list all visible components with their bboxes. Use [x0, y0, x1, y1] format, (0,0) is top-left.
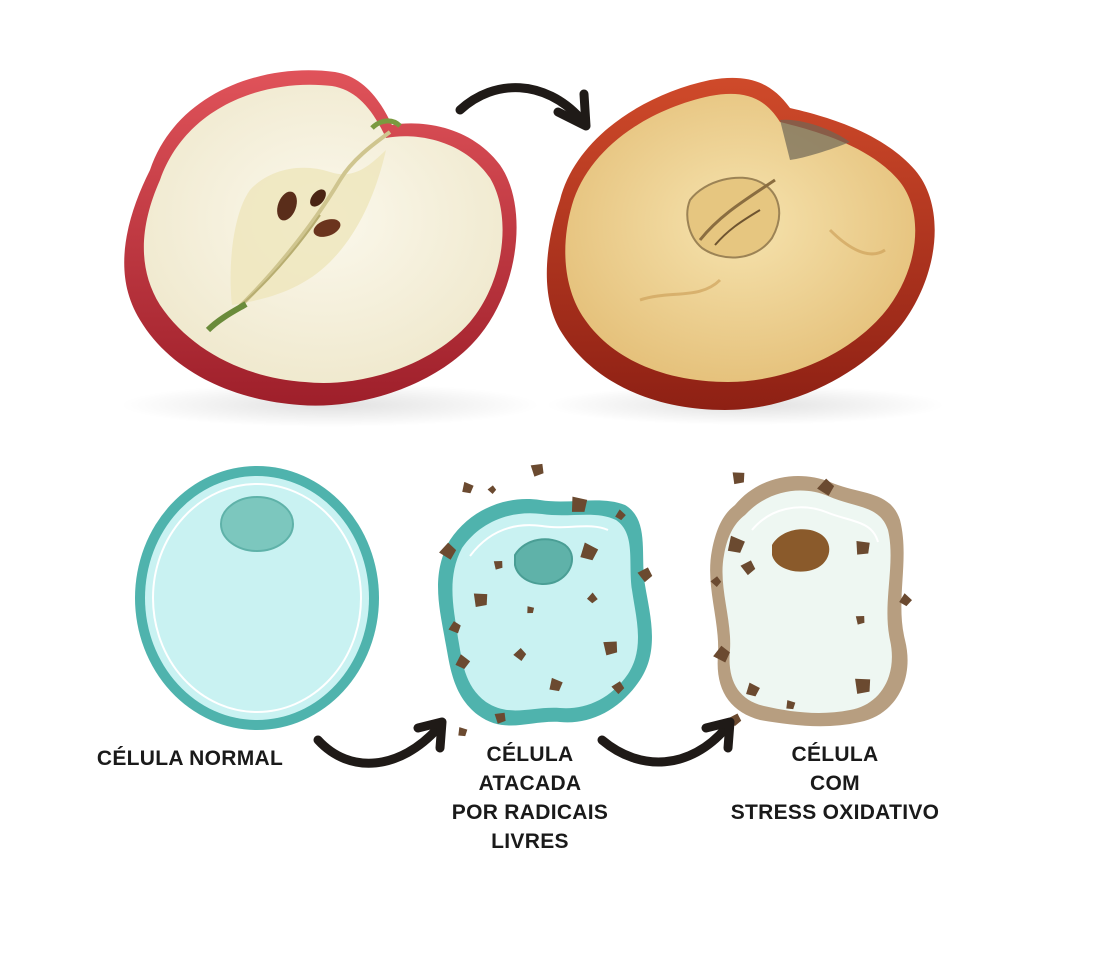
top-arrow-icon [455, 83, 591, 131]
dried-apple-image [545, 77, 945, 425]
free-radical-fragment [817, 478, 835, 496]
normal-cell-diagram [135, 466, 379, 730]
free-radical-fragment [580, 542, 599, 561]
free-radical-fragment [732, 472, 745, 485]
free-radical-fragment [713, 645, 730, 663]
free-radical-fragment [746, 682, 760, 697]
free-radical-fragment [571, 496, 588, 512]
free-radical-fragment [637, 567, 653, 583]
free-radical-fragment [513, 648, 527, 661]
arrow-attacked-to-stress-icon [597, 717, 735, 767]
label-normal-cell: CÉLULA NORMAL [60, 744, 320, 773]
label-normal-line-1: CÉLULA NORMAL [96, 747, 284, 770]
free-radical-fragment [855, 615, 865, 625]
free-radical-fragment [462, 481, 474, 494]
stressed-cell-diagram [710, 475, 908, 727]
free-radicals-attacked [439, 463, 653, 737]
label-attacked-line-1: CÉLULA [486, 743, 574, 766]
arrow-normal-to-attacked-icon [313, 717, 447, 768]
free-radical-fragment [530, 463, 544, 477]
label-attacked-line-4: LIVRES [491, 830, 569, 853]
free-radical-fragment [727, 535, 745, 553]
free-radical-fragment [856, 540, 870, 555]
fresh-apple-image [120, 70, 540, 427]
free-radical-fragment [740, 560, 756, 576]
free-radical-fragment [615, 509, 626, 521]
free-radical-fragment [586, 592, 598, 604]
free-radical-fragment [527, 606, 535, 614]
free-radical-fragment [448, 621, 461, 634]
attacked-nucleus [514, 538, 574, 585]
stressed-nucleus [772, 529, 830, 572]
free-radical-fragment [603, 641, 618, 656]
free-radical-fragment [455, 654, 471, 669]
free-radical-fragment [549, 677, 563, 692]
label-stressed-line-1: CÉLULA [791, 743, 879, 766]
free-radical-fragment [473, 593, 488, 607]
free-radical-fragment [458, 727, 468, 737]
free-radical-fragment [710, 576, 722, 588]
label-attacked-line-3: POR RADICAIS [451, 801, 609, 824]
label-stressed-cell: CÉLULA COM STRESS OXIDATIVO [700, 740, 970, 827]
label-attacked-line-2: ATACADA [478, 772, 582, 795]
free-radical-fragment [487, 485, 497, 495]
free-radical-fragment [786, 700, 796, 710]
free-radical-fragment [439, 542, 457, 560]
free-radical-fragment [899, 593, 912, 607]
free-radical-fragment [611, 681, 625, 695]
free-radical-fragment [855, 678, 871, 694]
label-attacked-cell: CÉLULA ATACADA POR RADICAIS LIVRES [420, 740, 640, 856]
label-stressed-line-3: STRESS OXIDATIVO [730, 801, 940, 824]
normal-nucleus [220, 496, 294, 552]
free-radical-fragment [494, 712, 506, 724]
free-radical-fragment [493, 560, 503, 570]
label-stressed-line-2: COM [810, 772, 860, 795]
free-radicals-stress [710, 472, 912, 727]
free-radical-fragment [728, 713, 742, 727]
